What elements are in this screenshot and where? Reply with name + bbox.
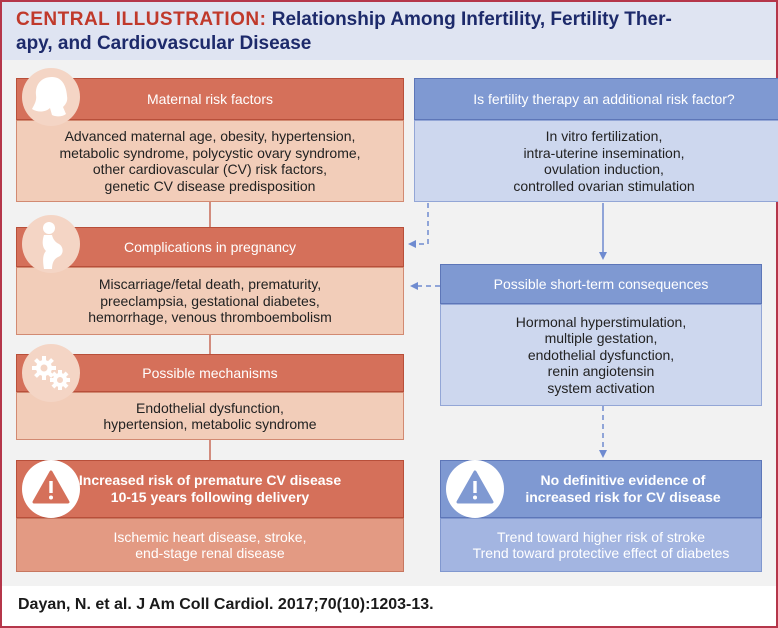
increased-line: end-stage renal disease [135,545,285,561]
increased-risk-box: Increased risk of premature CV disease 1… [16,460,404,572]
title-line2: apy, and Cardiovascular Disease [16,33,312,54]
fertility-therapy-body: In vitro fertilization, intra-uterine in… [414,120,778,202]
increased-header-line: 10-15 years following delivery [110,489,310,505]
gears-icon [22,344,80,402]
fertility-therapy-box: Is fertility therapy an additional risk … [414,78,778,202]
woman-head-icon [22,68,80,126]
increased-risk-header: Increased risk of premature CV disease 1… [16,460,404,518]
maternal-line: metabolic syndrome, polycystic ovary syn… [59,144,361,161]
therapy-line: intra-uterine insemination, [523,144,685,161]
fertility-therapy-header: Is fertility therapy an additional risk … [414,78,778,120]
maternal-line: Advanced maternal age, obesity, hyperten… [64,128,356,144]
increased-header-line: Increased risk of premature CV disease [78,472,342,488]
pregnancy-complications-box: Complications in pregnancy Miscarriage/f… [16,227,404,335]
increased-line: Ischemic heart disease, stroke, [113,528,307,545]
warning-icon [446,460,504,518]
mechanisms-body: Endothelial dysfunction, hypertension, m… [16,392,404,440]
citation: Dayan, N. et al. J Am Coll Cardiol. 2017… [18,596,434,613]
maternal-line: other cardiovascular (CV) risk factors, [92,161,328,177]
noevidence-line: Trend toward higher risk of stroke [496,528,705,545]
shortterm-line: renin angiotensin [547,363,655,380]
short-term-header: Possible short-term consequences [440,264,762,304]
pregnant-woman-icon [22,215,80,273]
title-lead: CENTRAL ILLUSTRATION: [16,9,267,30]
pregnancy-line: hemorrhage, venous thromboembolism [88,309,332,326]
mechanisms-line: Endothelial dysfunction, [136,399,284,416]
increased-risk-body: Ischemic heart disease, stroke, end-stag… [16,518,404,572]
no-evidence-box: No definitive evidence of increased risk… [440,460,762,572]
maternal-line: genetic CV disease predisposition [104,177,316,194]
pregnancy-line: Miscarriage/fetal death, prematurity, [98,276,322,293]
warning-icon [22,460,80,518]
therapy-line: ovulation induction, [544,161,664,177]
noevidence-header-line: No definitive evidence of [540,472,706,488]
short-term-box: Possible short-term consequences Hormona… [440,264,762,406]
pregnancy-complications-body: Miscarriage/fetal death, prematurity, pr… [16,267,404,335]
noevidence-line: Trend toward protective effect of diabet… [472,545,730,561]
therapy-line: controlled ovarian stimulation [513,177,695,194]
no-evidence-body: Trend toward higher risk of stroke Trend… [440,518,762,572]
mechanisms-header: Possible mechanisms [16,354,404,392]
noevidence-header-line: increased risk for CV disease [525,489,721,505]
maternal-risk-header: Maternal risk factors [16,78,404,120]
shortterm-line: endothelial dysfunction, [527,346,675,363]
shortterm-line: Hormonal hyperstimulation, [515,313,687,330]
title-line1: Relationship Among Infertility, Fertilit… [266,9,672,30]
therapy-line: In vitro fertilization, [545,128,663,144]
maternal-risk-box: Maternal risk factors Advanced maternal … [16,78,404,202]
pregnancy-line: preeclampsia, gestational diabetes, [100,292,320,309]
pregnancy-complications-header: Complications in pregnancy [16,227,404,267]
maternal-risk-body: Advanced maternal age, obesity, hyperten… [16,120,404,202]
short-term-body: Hormonal hyperstimulation, multiple gest… [440,304,762,406]
shortterm-line: system activation [547,379,655,396]
shortterm-line: multiple gestation, [544,330,658,347]
mechanisms-box: Possible mechanisms Endothelial dysfunct… [16,354,404,440]
mechanisms-line: hypertension, metabolic syndrome [103,416,317,432]
title-bar: CENTRAL ILLUSTRATION: Relationship Among… [2,2,776,60]
